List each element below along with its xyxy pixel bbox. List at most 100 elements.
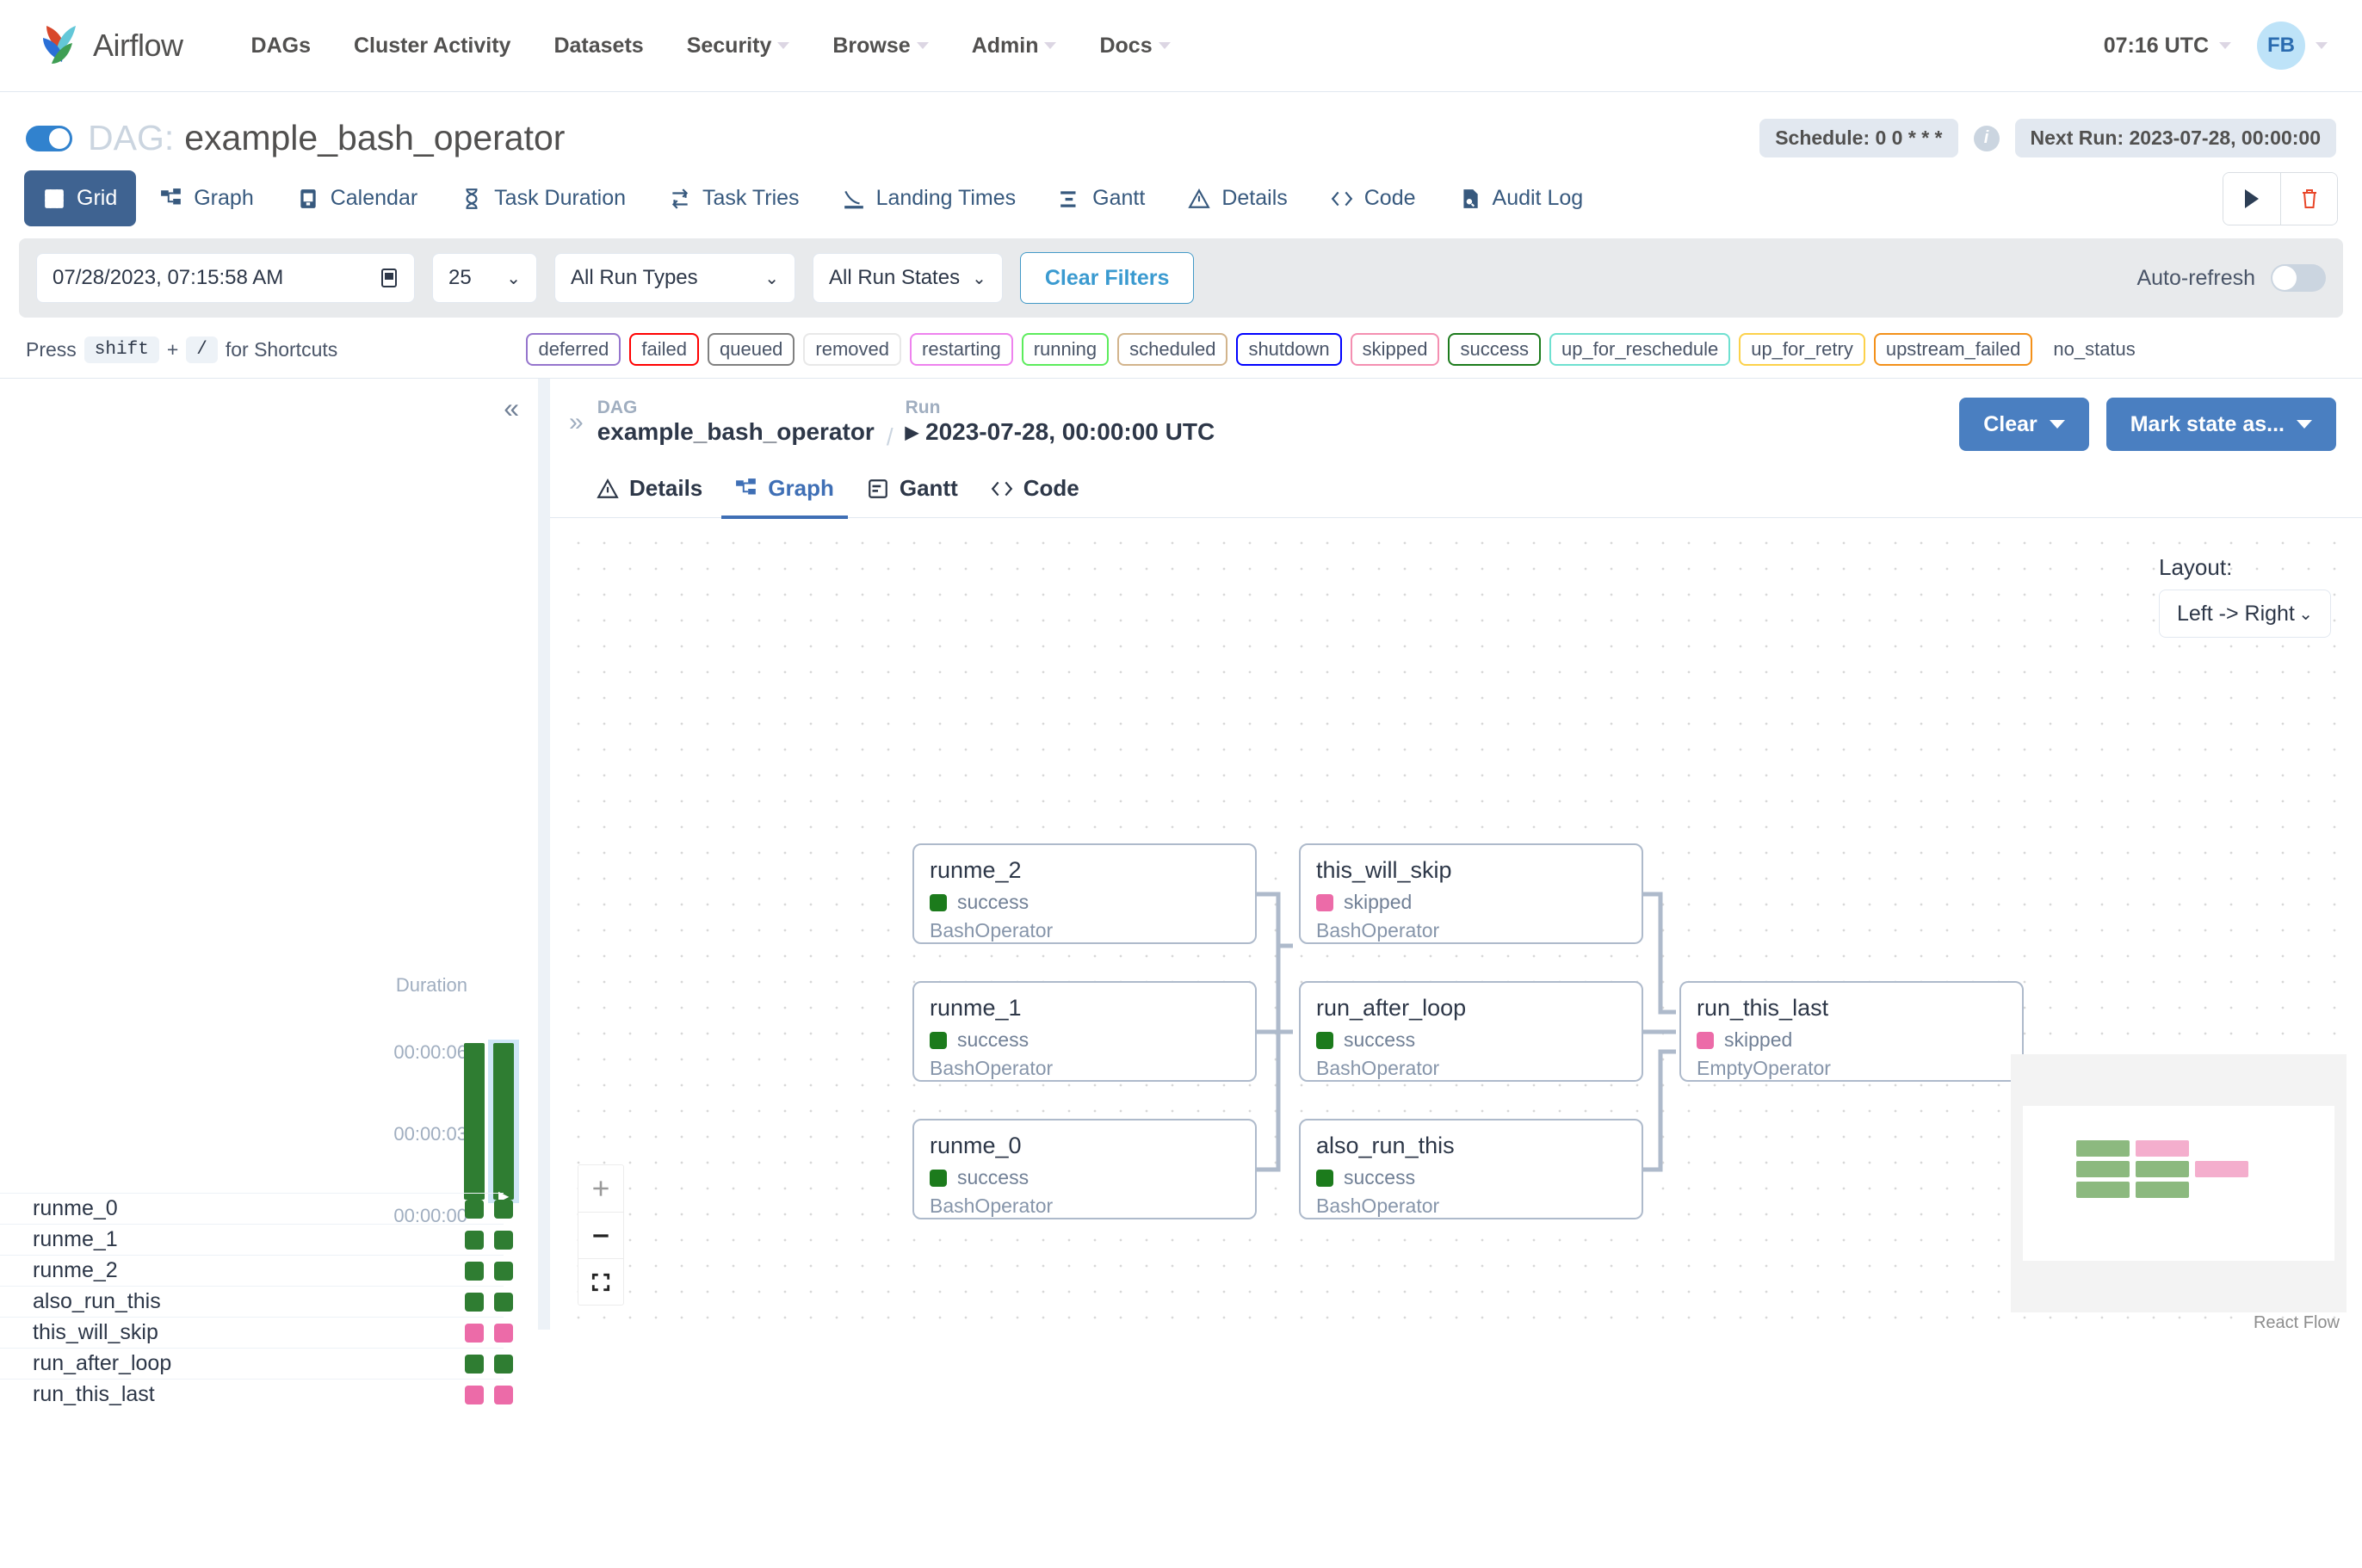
user-menu[interactable]: FB: [2257, 22, 2328, 70]
nav-item-browse[interactable]: Browse: [811, 25, 949, 67]
legend-badge-scheduled[interactable]: scheduled: [1117, 333, 1228, 366]
node-operator: BashOperator: [930, 1195, 1054, 1217]
tab-graph[interactable]: Graph: [141, 170, 272, 226]
mark-state-button[interactable]: Mark state as...: [2105, 398, 2336, 451]
layout-select[interactable]: Left -> Right ⌄: [2159, 590, 2331, 638]
dag-pause-toggle[interactable]: [26, 125, 72, 151]
nav-item-admin[interactable]: Admin: [950, 25, 1079, 67]
grid-state-square-success[interactable]: [494, 1293, 513, 1312]
run-state-select[interactable]: All Run States ⌄: [813, 253, 1003, 303]
run-date-input[interactable]: 07/28/2023, 07:15:58 AM: [36, 253, 415, 303]
timezone-selector[interactable]: 07:16 UTC: [2104, 34, 2231, 59]
breadcrumb-run[interactable]: Run ▶ 2023-07-28, 00:00:00 UTC: [906, 398, 1215, 446]
legend-badge-up_for_retry[interactable]: up_for_retry: [1739, 333, 1865, 366]
grid-state-square-skipped[interactable]: [465, 1324, 484, 1343]
react-flow-credit: React Flow: [2253, 1313, 2340, 1330]
grid-row[interactable]: this_will_skip: [0, 1317, 519, 1349]
breadcrumb-run-caption: Run: [905, 398, 941, 417]
collapse-grid-icon[interactable]: «: [504, 392, 519, 423]
grid-state-square-skipped[interactable]: [494, 1386, 513, 1404]
grid-row[interactable]: runme_0: [0, 1193, 519, 1225]
delete-dag-button[interactable]: [2280, 172, 2337, 225]
tab-calendar[interactable]: Calendar: [278, 170, 436, 226]
legend-badge-queued[interactable]: queued: [708, 333, 795, 366]
grid-state-square-success[interactable]: [465, 1231, 484, 1250]
clear-run-button[interactable]: Clear: [1959, 398, 2089, 451]
legend-badge-up_for_reschedule[interactable]: up_for_reschedule: [1549, 333, 1731, 366]
grid-row[interactable]: also_run_this: [0, 1286, 519, 1318]
expand-grid-icon[interactable]: »: [569, 408, 584, 436]
tab-label: Calendar: [330, 186, 418, 210]
run-count-select[interactable]: 25 ⌄: [432, 253, 537, 303]
trigger-dag-button[interactable]: [2223, 172, 2280, 225]
zoom-in-button[interactable]: [578, 1165, 623, 1212]
grid-state-square-success[interactable]: [494, 1355, 513, 1374]
legend-badge-success[interactable]: success: [1448, 333, 1541, 366]
nav-label: Security: [686, 33, 772, 58]
info-icon[interactable]: i: [1973, 125, 2000, 151]
legend-badge-failed[interactable]: failed: [629, 333, 699, 366]
grid-state-square-success[interactable]: [494, 1262, 513, 1281]
duration-bar[interactable]: [493, 1043, 514, 1200]
nav-item-datasets[interactable]: Datasets: [532, 25, 665, 67]
tab-code[interactable]: Code: [1312, 170, 1435, 226]
legend-badge-upstream_failed[interactable]: upstream_failed: [1873, 333, 2033, 366]
run-type-select[interactable]: All Run Types ⌄: [554, 253, 795, 303]
nav-item-docs[interactable]: Docs: [1078, 25, 1191, 67]
grid-row[interactable]: run_this_last: [0, 1379, 519, 1411]
graph-minimap[interactable]: [2011, 1054, 2347, 1312]
nav-item-dags[interactable]: DAGs: [230, 25, 332, 67]
grid-state-square-success[interactable]: [465, 1355, 484, 1374]
legend-badge-no_status[interactable]: no_status: [2041, 333, 2148, 366]
grid-row[interactable]: runme_1: [0, 1224, 519, 1256]
run-state-value: All Run States: [829, 266, 961, 289]
legend-badge-restarting[interactable]: restarting: [910, 333, 1013, 366]
legend-badge-running[interactable]: running: [1021, 333, 1110, 366]
tab-gantt[interactable]: Gantt: [1040, 170, 1164, 226]
nav-item-security[interactable]: Security: [665, 25, 812, 67]
clear-filters-button[interactable]: Clear Filters: [1019, 252, 1195, 304]
grid-state-square-skipped[interactable]: [494, 1324, 513, 1343]
grid-row[interactable]: run_after_loop: [0, 1348, 519, 1380]
auto-refresh-toggle[interactable]: [2271, 264, 2326, 292]
minimap-node: [2076, 1161, 2130, 1177]
state-swatch: [1316, 893, 1333, 911]
tab-audit-log[interactable]: Audit Log: [1440, 170, 1603, 226]
grid-state-square-skipped[interactable]: [465, 1386, 484, 1404]
duration-bar[interactable]: [464, 1043, 485, 1200]
fit-view-button[interactable]: [578, 1258, 623, 1305]
breadcrumb-dag[interactable]: DAG example_bash_operator: [597, 398, 875, 446]
tab-landing-times[interactable]: Landing Times: [824, 170, 1036, 226]
grid-state-square-success[interactable]: [465, 1200, 484, 1219]
chevron-down-icon: ⌄: [506, 269, 521, 288]
grid-state-square-success[interactable]: [465, 1262, 484, 1281]
subtab-graph[interactable]: Graph: [721, 465, 848, 519]
nav-item-cluster-activity[interactable]: Cluster Activity: [332, 25, 532, 67]
legend-badge-removed[interactable]: removed: [803, 333, 902, 366]
tab-details[interactable]: Details: [1169, 170, 1306, 226]
legend-badge-deferred[interactable]: deferred: [526, 333, 621, 366]
zoom-out-button[interactable]: [578, 1212, 623, 1258]
subtab-gantt[interactable]: Gantt: [853, 465, 972, 519]
grid-state-square-success[interactable]: [465, 1293, 484, 1312]
airflow-logo[interactable]: Airflow: [34, 19, 183, 72]
subtab-code[interactable]: Code: [977, 465, 1093, 519]
subtab-details[interactable]: Details: [583, 465, 716, 519]
grid-state-square-success[interactable]: [494, 1231, 513, 1250]
legend-badge-shutdown[interactable]: shutdown: [1236, 333, 1342, 366]
grid-state-square-success[interactable]: [494, 1200, 513, 1219]
grid-row[interactable]: runme_2: [0, 1255, 519, 1287]
tab-task-duration[interactable]: Task Duration: [442, 170, 645, 226]
tab-task-tries[interactable]: Task Tries: [650, 170, 819, 226]
tab-grid[interactable]: Grid: [24, 170, 137, 226]
pane-divider[interactable]: [538, 379, 550, 1330]
legend-badge-skipped[interactable]: skipped: [1350, 333, 1440, 366]
